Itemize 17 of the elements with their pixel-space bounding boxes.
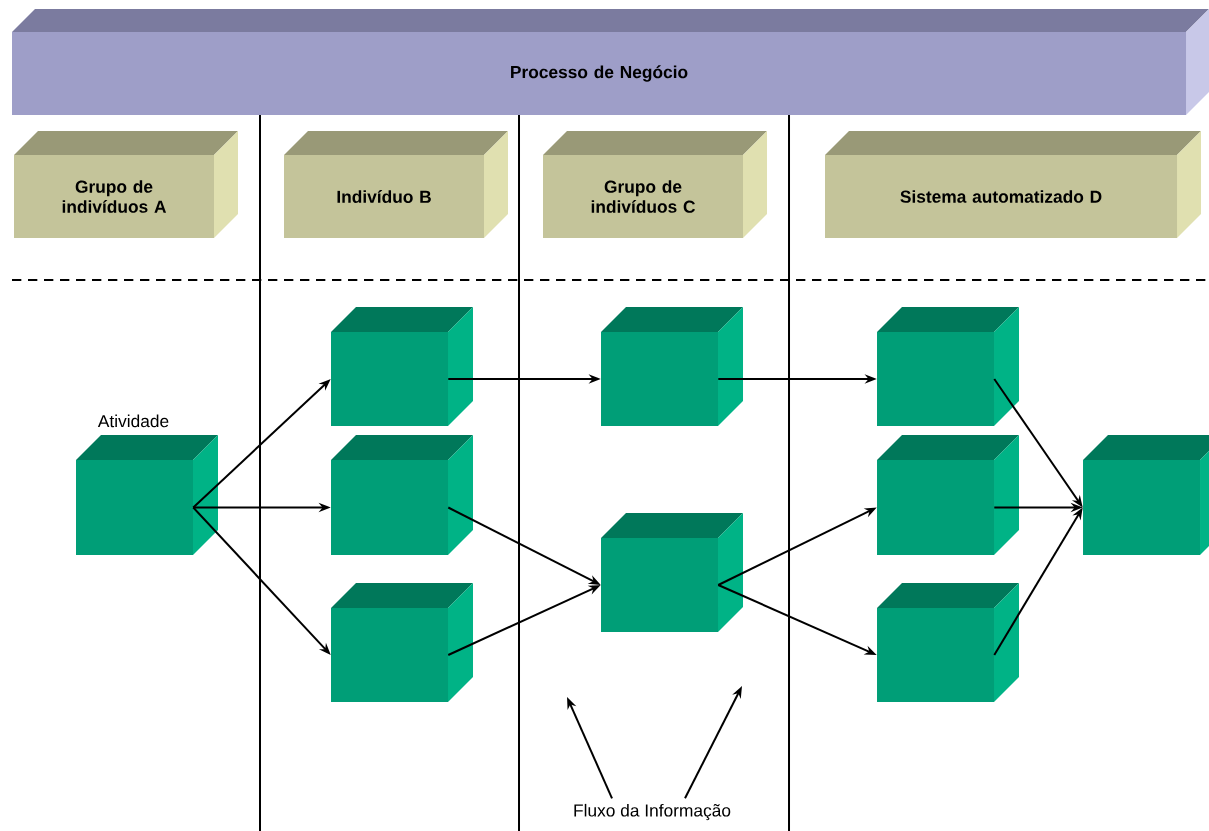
activity-label: Atividade xyxy=(97,414,169,428)
activity-cube xyxy=(1083,435,1209,555)
process-band: Processo de Negócio xyxy=(12,9,1209,115)
caption-text: Fluxo da Informação xyxy=(574,803,731,821)
activity-cube xyxy=(331,307,473,426)
activity-cube xyxy=(331,435,473,555)
activity-cube xyxy=(877,307,1019,426)
activity-cube xyxy=(601,513,743,632)
activity-cube xyxy=(601,307,743,426)
activity-cube xyxy=(877,583,1019,702)
activity-cube xyxy=(877,435,1019,555)
activity-cube xyxy=(76,435,218,555)
lane-header-box: Indivíduo B xyxy=(284,131,508,238)
activity-cube xyxy=(331,583,473,702)
lane-header-box: Sistema automatizado D xyxy=(825,131,1201,238)
lane-header-box: Grupo de indivíduos C xyxy=(543,131,767,238)
lane-header-box: Grupo de indivíduos A xyxy=(14,131,238,238)
